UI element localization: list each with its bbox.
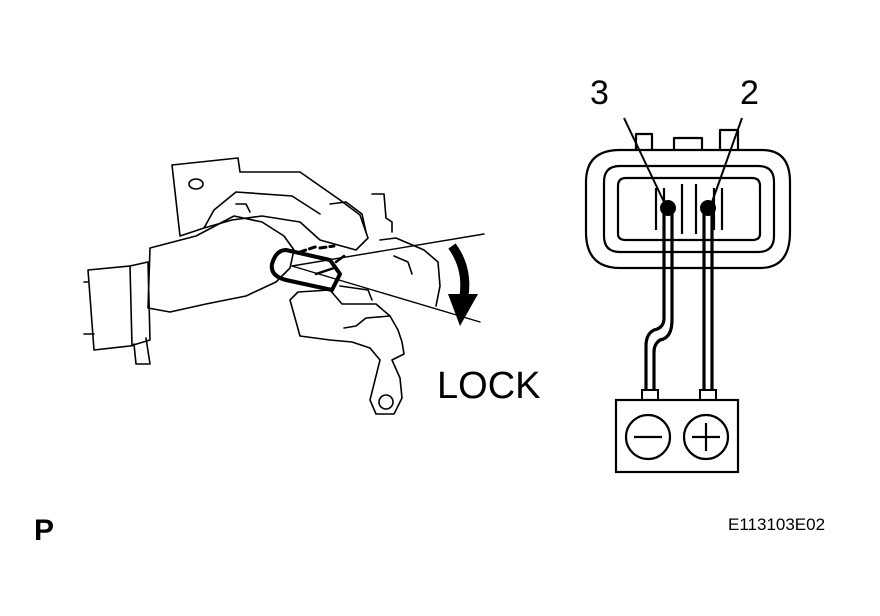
lock-label: LOCK — [437, 365, 540, 407]
terminal-3-pin — [660, 200, 676, 216]
drawing-code: E113103E02 — [728, 515, 825, 534]
battery-negative-terminal-icon — [624, 413, 672, 461]
terminal-3-label: 3 — [590, 74, 609, 112]
connector-face — [584, 128, 792, 270]
battery — [614, 398, 740, 474]
terminal-2-label: 2 — [740, 74, 759, 112]
page-mark: P — [34, 514, 54, 547]
lock-direction-arrow — [448, 243, 478, 326]
battery-positive-terminal-icon — [682, 413, 730, 461]
test-wires — [641, 214, 717, 401]
terminal-2-pin — [700, 200, 716, 216]
lock-actuator-drawing — [83, 157, 485, 415]
pin-leader-lines — [623, 117, 743, 203]
